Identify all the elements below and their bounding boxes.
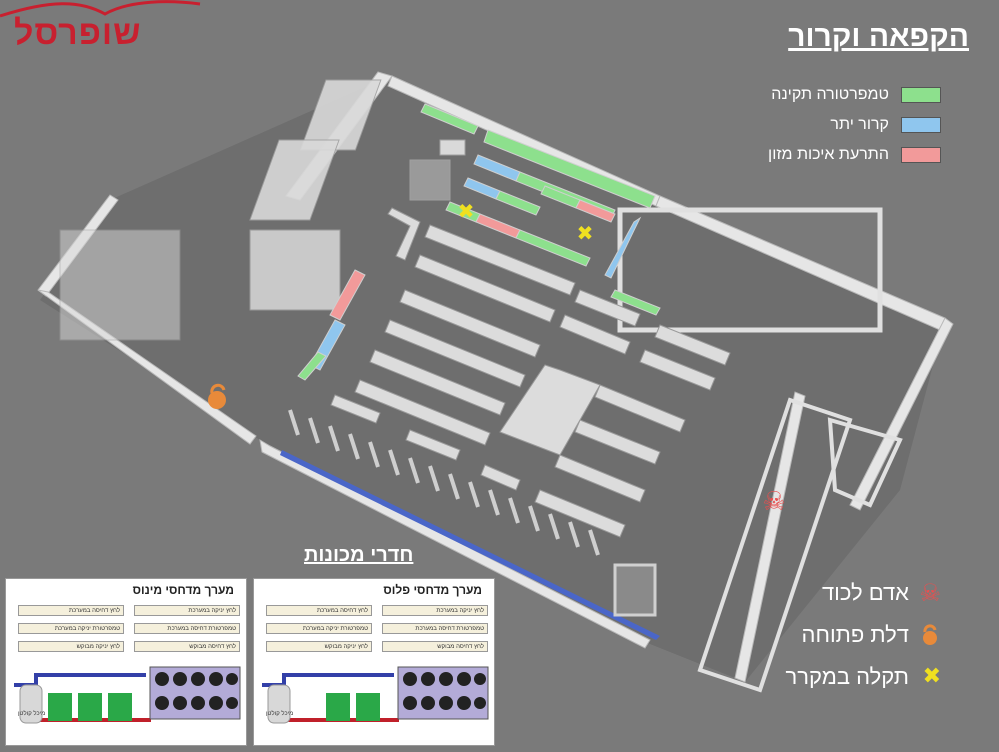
legend-item-overcool: קרור יתר xyxy=(830,116,941,134)
brand-logo: שופרסל xyxy=(0,0,210,64)
legend-swatch-overcool xyxy=(901,117,941,133)
status-legend-fridge-fault: ✖ תקלה במקרר xyxy=(785,664,941,690)
open-lock-icon xyxy=(919,624,941,646)
readout-box: טמפרטורת יניקה במערכת xyxy=(18,623,124,634)
status-label: אדם לכוד xyxy=(821,580,909,605)
compressor-diagram xyxy=(14,666,241,724)
legend-swatch-normal xyxy=(901,87,941,103)
page-title: הקפאה וקרור xyxy=(788,20,969,53)
map-wrench-icon[interactable]: ✖ xyxy=(458,199,475,223)
readout-box: טמפרטורת דחיסה במערכת xyxy=(382,623,488,634)
status-legend-open-door: דלת פתוחה xyxy=(802,622,941,648)
compressor-panel-minus[interactable]: מערך מדחסי מינוס לחץ יניקה במערכת לחץ דח… xyxy=(5,578,247,746)
panel-title: מערך מדחסי פלוס xyxy=(383,583,482,597)
svg-text:✖: ✖ xyxy=(577,221,594,245)
readout-box: טמפרטורת דחיסה במערכת xyxy=(134,623,240,634)
skull-icon: ☠ xyxy=(919,579,941,607)
readout-box: טמפרטורת יניקה במערכת xyxy=(266,623,372,634)
status-label: תקלה במקרר xyxy=(785,664,909,689)
readout-box: לחץ יניקה במערכת xyxy=(134,605,240,616)
readout-box: לחץ דחיסה מבוקש xyxy=(382,641,488,652)
readout-box: לחץ דחיסה מבוקש xyxy=(134,641,240,652)
readout-box: לחץ יניקה מבוקש xyxy=(18,641,124,652)
legend-swatch-alert xyxy=(901,147,941,163)
svg-text:✖: ✖ xyxy=(458,199,475,223)
legend-item-normal: טמפרטורה תקינה xyxy=(771,86,941,104)
readout-box: לחץ דחיסה במערכת xyxy=(18,605,124,616)
readout-box: לחץ דחיסה במערכת xyxy=(266,605,372,616)
compressor-panel-plus[interactable]: מערך מדחסי פלוס לחץ יניקה במערכת לחץ דחי… xyxy=(253,578,495,746)
tank-label: מיכל קולטן xyxy=(266,711,294,717)
legend-item-quality-alert: התרעת איכות מזון xyxy=(768,146,941,164)
wrench-icon: ✖ xyxy=(922,664,941,689)
map-skull-icon[interactable]: ☠ xyxy=(762,487,785,517)
readout-box: לחץ יניקה במערכת xyxy=(382,605,488,616)
readout-box: לחץ יניקה מבוקש xyxy=(266,641,372,652)
panel-title: מערך מדחסי מינוס xyxy=(132,583,234,597)
map-wrench-icon[interactable]: ✖ xyxy=(577,221,594,245)
svg-text:☠: ☠ xyxy=(762,487,785,517)
legend-label: טמפרטורה תקינה xyxy=(771,86,889,103)
logo-text: שופרסל xyxy=(14,14,142,52)
status-legend-trapped: ☠ אדם לכוד xyxy=(822,580,941,606)
compressor-diagram xyxy=(262,666,489,724)
legend-label: קרור יתר xyxy=(830,116,889,133)
tank-label: מיכל קולטן xyxy=(18,711,46,717)
machine-rooms-title: חדרי מכונות xyxy=(304,544,414,566)
map-open-lock-icon[interactable] xyxy=(208,383,226,409)
legend-label: התרעת איכות מזון xyxy=(768,146,889,163)
status-label: דלת פתוחה xyxy=(801,622,909,647)
